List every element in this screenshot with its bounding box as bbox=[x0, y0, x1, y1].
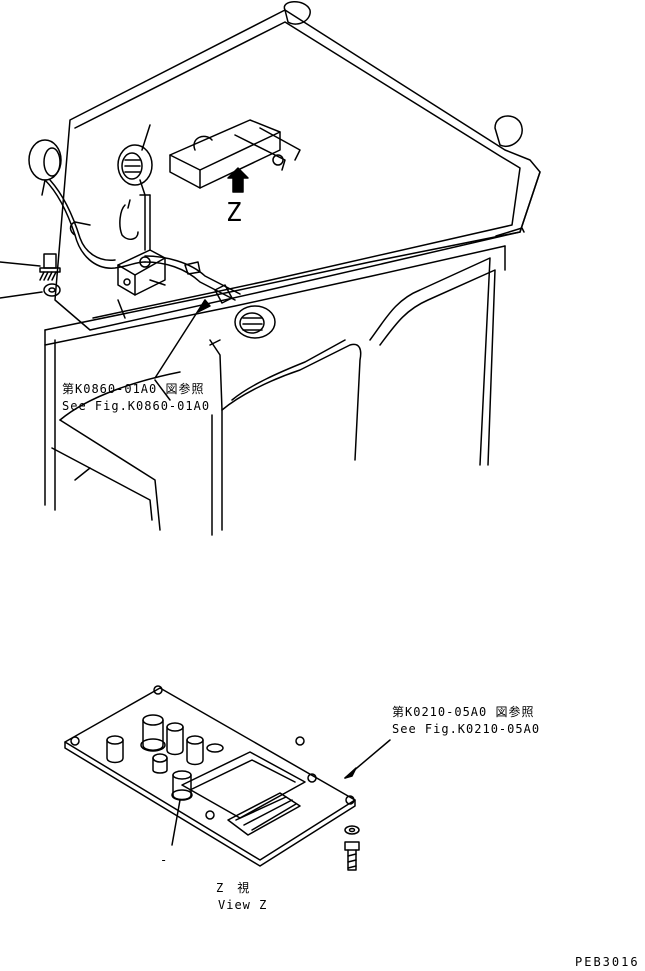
roof-channel bbox=[170, 120, 300, 188]
callout-cab-ja: 第K0860-01A0 図参照 bbox=[62, 382, 205, 396]
callout-cab-en: See Fig.K0860-01A0 bbox=[62, 399, 211, 413]
view-z-plate bbox=[65, 686, 355, 866]
wire-harness bbox=[45, 180, 240, 303]
view-caption-en: View Z bbox=[218, 898, 268, 912]
roof-lamp-rear-right bbox=[495, 116, 522, 146]
view-z-marker: Z bbox=[226, 198, 242, 228]
view-z-arrow bbox=[228, 168, 248, 192]
callout-plate-en: See Fig.K0210-05A0 bbox=[392, 722, 541, 736]
plate-bolt bbox=[345, 826, 359, 870]
leader-connector bbox=[172, 800, 180, 845]
view-caption-ja: Z 視 bbox=[216, 881, 251, 895]
lamp-bracket bbox=[118, 250, 165, 318]
connectors bbox=[107, 715, 223, 800]
leader-arrow-plate bbox=[345, 768, 356, 778]
drawing-code: PEB3016 bbox=[575, 955, 640, 969]
work-lamp-front bbox=[210, 306, 275, 345]
roof-lamp-rear-left bbox=[284, 2, 310, 24]
work-lamp-top bbox=[118, 125, 152, 195]
washer-left bbox=[0, 284, 60, 298]
bolt-left bbox=[0, 254, 60, 280]
leader-cab bbox=[155, 300, 205, 378]
callout-plate-ja: 第K0210-05A0 図参照 bbox=[392, 705, 535, 719]
cab-outline bbox=[45, 10, 540, 535]
connector-mark: - bbox=[160, 853, 169, 867]
leader-arrow-cab bbox=[198, 300, 210, 312]
